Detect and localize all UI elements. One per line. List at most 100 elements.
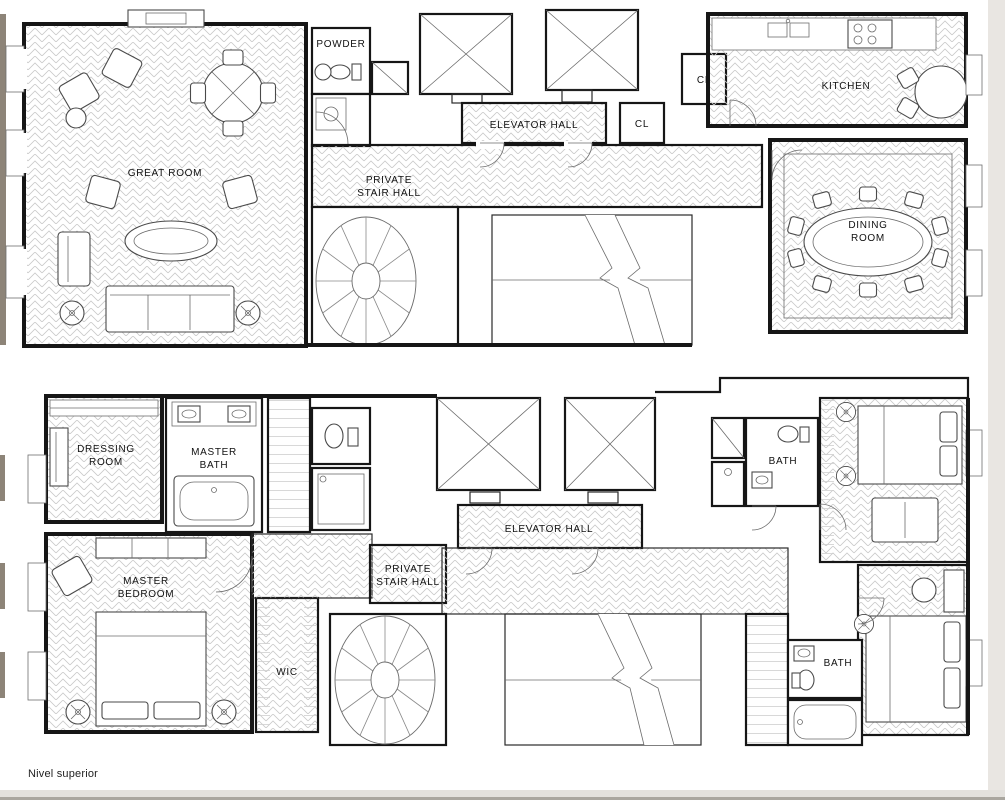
accent-chair bbox=[222, 174, 258, 210]
private-stair-hall-label-1: PRIVATE bbox=[366, 175, 412, 186]
private-stair-hall-upper: PRIVATE STAIR HALL bbox=[310, 141, 764, 209]
desk bbox=[911, 569, 965, 613]
shower bbox=[310, 466, 372, 532]
kitchen-label: KITCHEN bbox=[822, 81, 871, 92]
master-bedroom-label-2: BEDROOM bbox=[118, 589, 175, 600]
sofa bbox=[105, 285, 235, 333]
bed bbox=[865, 615, 967, 723]
wic-label: WIC bbox=[276, 667, 298, 678]
loveseat bbox=[871, 497, 939, 543]
master-bath: MASTER BATH bbox=[164, 396, 264, 534]
armchair bbox=[51, 555, 93, 597]
linen-closet bbox=[266, 396, 312, 534]
bedroom-hall bbox=[215, 533, 373, 599]
console bbox=[315, 97, 347, 131]
dining-table bbox=[803, 207, 933, 277]
dining-chairs bbox=[787, 186, 949, 298]
powder-label: POWDER bbox=[316, 39, 365, 50]
exterior-wall-strip bbox=[0, 652, 5, 698]
elevator-shaft bbox=[563, 396, 657, 504]
nightstand bbox=[65, 699, 91, 725]
elevator-hall-lower: ELEVATOR HALL bbox=[456, 503, 644, 550]
door-arc bbox=[771, 149, 803, 181]
window-bay bbox=[5, 129, 27, 177]
hall-vertical bbox=[744, 612, 790, 747]
window-bay bbox=[27, 562, 47, 612]
hall-lower bbox=[441, 547, 789, 615]
dining-room: DINING ROOM bbox=[768, 54, 983, 334]
lower-floor-plan: DRESSING ROOM MASTER BATH bbox=[0, 376, 983, 747]
stair-break-band bbox=[585, 215, 665, 345]
vestibule bbox=[310, 92, 372, 148]
duct-shaft bbox=[370, 60, 410, 96]
pillow bbox=[101, 701, 149, 720]
nightstand bbox=[211, 699, 237, 725]
exterior-wall-strip bbox=[0, 563, 5, 609]
nightstand bbox=[835, 401, 857, 423]
stove bbox=[847, 19, 893, 49]
private-stair-hall-lower: PRIVATE STAIR HALL bbox=[368, 543, 448, 605]
bathtub bbox=[793, 704, 857, 740]
upper-floor-plan: GREAT ROOM POWDER bbox=[0, 8, 983, 348]
toilet bbox=[324, 423, 359, 449]
dining-room-label-2: ROOM bbox=[851, 233, 885, 244]
private-stair-hall-label-2: STAIR HALL bbox=[376, 577, 440, 588]
bedroom-3 bbox=[853, 429, 983, 737]
pillow bbox=[939, 411, 958, 443]
right-margin bbox=[988, 0, 1005, 800]
elevator-hall-upper: ELEVATOR HALL bbox=[460, 101, 608, 145]
exterior-wall bbox=[655, 376, 970, 398]
side-table bbox=[235, 300, 261, 326]
toilet bbox=[777, 425, 810, 443]
door-arc bbox=[857, 597, 885, 625]
closet-label: CL bbox=[635, 119, 649, 130]
door-arc bbox=[729, 99, 757, 127]
master-bedroom: MASTER BEDROOM bbox=[27, 454, 254, 734]
powder-room: POWDER bbox=[310, 26, 372, 96]
bath-lower: BATH bbox=[786, 638, 864, 700]
bedroom-2 bbox=[818, 396, 970, 564]
side-table bbox=[65, 107, 87, 129]
plan-caption: Nivel superior bbox=[28, 768, 98, 780]
side-table bbox=[59, 300, 85, 326]
armchair bbox=[57, 231, 91, 287]
elevator-shaft bbox=[418, 12, 514, 104]
round-table bbox=[189, 49, 277, 137]
door-opening bbox=[476, 141, 504, 149]
elevator-shaft bbox=[435, 396, 542, 504]
window-bay bbox=[965, 164, 983, 208]
vanity bbox=[171, 401, 257, 427]
bath-label: BATH bbox=[824, 658, 853, 669]
dressing-room-label-1: DRESSING bbox=[77, 444, 135, 455]
exterior-wall-strip bbox=[0, 14, 6, 345]
water-closet bbox=[310, 406, 372, 466]
wic: WIC bbox=[254, 596, 320, 734]
window-bay bbox=[965, 249, 983, 297]
armchair bbox=[101, 48, 143, 88]
bottom-edge bbox=[0, 797, 1005, 800]
sink bbox=[314, 63, 332, 81]
master-bath-label-1: MASTER bbox=[191, 447, 237, 458]
closet-rod bbox=[304, 600, 316, 730]
closet-rod bbox=[49, 399, 159, 417]
pillow bbox=[943, 621, 961, 663]
window-bay bbox=[5, 45, 27, 93]
fireplace bbox=[127, 9, 205, 28]
toilet bbox=[791, 669, 815, 691]
window-bay bbox=[965, 54, 983, 96]
elevator-shaft bbox=[544, 8, 640, 103]
dresser bbox=[95, 537, 207, 559]
spiral-staircase-upper bbox=[310, 205, 460, 347]
floor-trim bbox=[783, 153, 953, 319]
closet-label: CL bbox=[697, 75, 711, 86]
master-bedroom-label-1: MASTER bbox=[123, 576, 169, 587]
dressing-room-label-2: ROOM bbox=[89, 457, 123, 468]
bottom-margin bbox=[0, 790, 1005, 800]
door-arc bbox=[315, 111, 349, 145]
sink bbox=[793, 645, 815, 662]
kitchen: KITCHEN bbox=[706, 12, 968, 128]
main-staircase-lower bbox=[504, 613, 702, 746]
armchair bbox=[58, 72, 100, 113]
tub-room bbox=[786, 698, 864, 747]
